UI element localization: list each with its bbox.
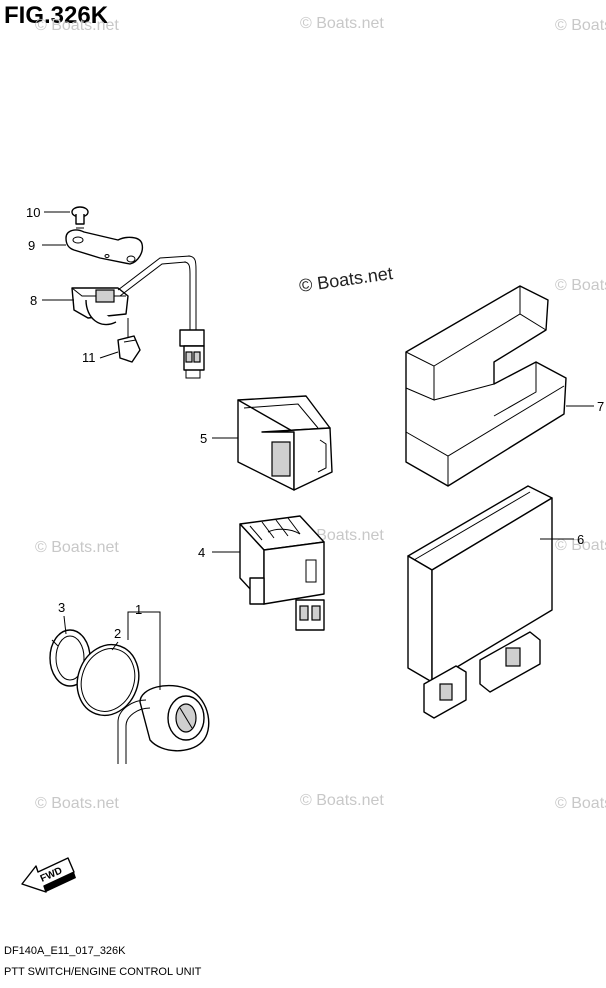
part-2-oring xyxy=(76,643,140,717)
watermark: © Boats.net xyxy=(555,537,606,554)
part-6-ecu xyxy=(407,485,553,719)
fwd-arrow-icon: FWD xyxy=(21,857,76,893)
watermark: © Boats.net xyxy=(555,277,606,294)
watermark: © Boats.net xyxy=(555,17,606,34)
callout-4: 4 xyxy=(198,545,205,560)
callout-2: 2 xyxy=(114,626,121,641)
callout-5: 5 xyxy=(200,431,207,446)
callout-8: 8 xyxy=(30,293,37,308)
watermark: © Boats.net xyxy=(555,795,606,812)
part-10-screw xyxy=(71,206,89,229)
part-11-clip xyxy=(117,318,141,363)
callout-3: 3 xyxy=(58,600,65,615)
callout-1: 1 xyxy=(135,602,142,617)
figure-caption: PTT SWITCH/ENGINE CONTROL UNIT xyxy=(4,966,202,978)
callout-labels: 10 9 8 11 5 4 3 2 1 7 6 xyxy=(26,205,604,641)
watermark: © Boats.net xyxy=(35,17,119,34)
part-7-cover xyxy=(405,285,567,487)
figure-code: DF140A_E11_017_326K xyxy=(4,945,126,957)
part-8-sensor xyxy=(71,255,205,379)
callout-11: 11 xyxy=(82,350,96,365)
part-1-switch xyxy=(117,684,210,764)
callout-10: 10 xyxy=(26,205,40,220)
watermark: © Boats.net xyxy=(300,15,384,32)
part-4-module xyxy=(239,515,325,631)
callout-9: 9 xyxy=(28,238,35,253)
figure-title: FIG.326K xyxy=(4,2,109,29)
watermark: © Boats.net xyxy=(300,792,384,809)
part-9-bracket xyxy=(65,229,144,265)
watermark: © Boats.net xyxy=(35,539,119,556)
watermark: © Boats.net xyxy=(35,795,119,812)
callout-6: 6 xyxy=(577,532,584,547)
leader-lines xyxy=(42,211,594,690)
part-5-cover xyxy=(237,395,333,491)
callout-7: 7 xyxy=(597,399,604,414)
watermark-main: © Boats.net xyxy=(298,263,394,296)
